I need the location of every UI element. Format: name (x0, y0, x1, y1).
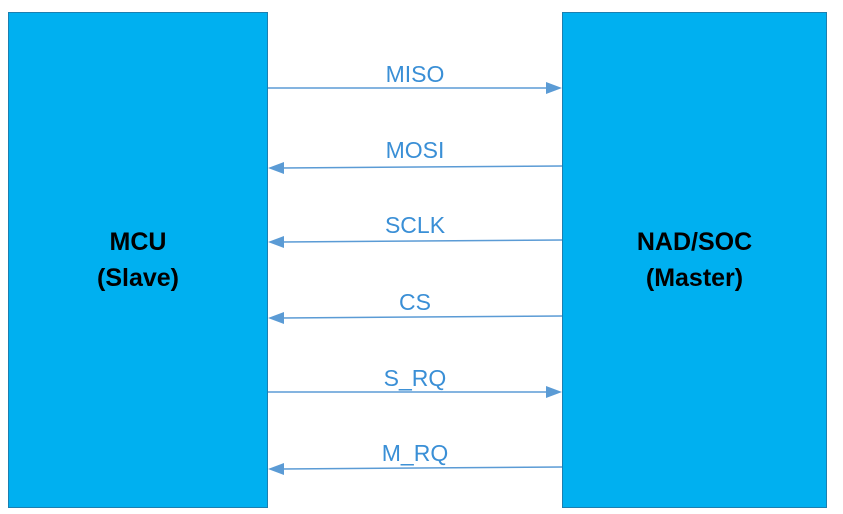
arrowhead-left-icon (268, 236, 284, 248)
arrowhead-left-icon (268, 312, 284, 324)
nad-soc-role-label: (Master) (645, 264, 744, 292)
signal-label-m-rq: M_RQ (382, 440, 448, 466)
arrowhead-right-icon (546, 386, 562, 398)
nad-soc-label: NAD/SOC (636, 228, 753, 256)
mcu-role-label: (Slave) (97, 264, 179, 292)
mcu-slave-block: MCU (Slave) (8, 12, 268, 508)
signal-line-cs (281, 315, 563, 319)
signal-label-miso: MISO (386, 61, 445, 87)
arrowhead-left-icon (268, 162, 284, 174)
signal-line-m-rq (281, 466, 563, 470)
signal-label-mosi: MOSI (386, 137, 445, 163)
signal-label-s-rq: S_RQ (384, 365, 447, 391)
signal-label-cs: CS (399, 289, 431, 315)
signal-label-sclk: SCLK (385, 212, 446, 238)
arrowhead-left-icon (268, 463, 284, 475)
mcu-label: MCU (109, 228, 167, 256)
nad-soc-master-block: NAD/SOC (Master) (562, 12, 827, 508)
arrowhead-right-icon (546, 82, 562, 94)
signal-line-mosi (281, 165, 563, 169)
signal-line-sclk (281, 239, 563, 243)
